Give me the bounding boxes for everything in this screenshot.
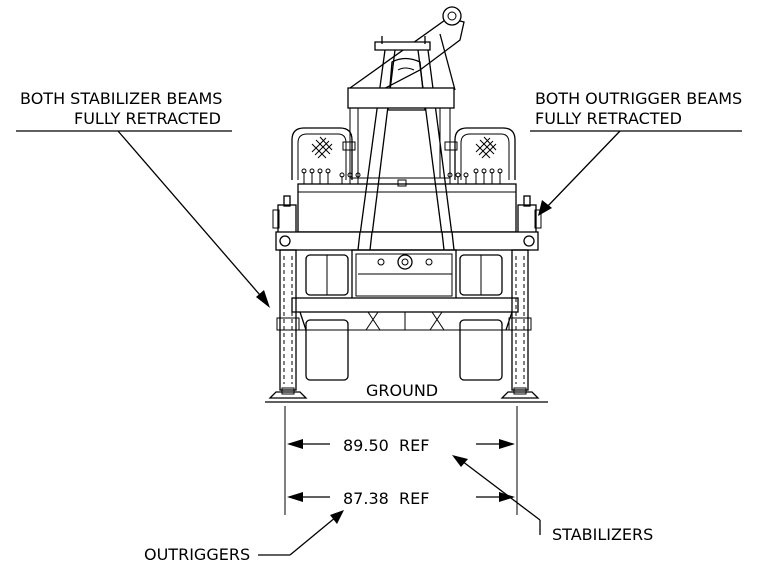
- left-control-panel: [291, 127, 361, 184]
- right-tire: [459, 254, 503, 381]
- ground-line: GROUND: [265, 381, 548, 403]
- stabilizers-leader: STABILIZERS: [452, 455, 653, 544]
- outrigger-dim-arrow-right: [499, 492, 515, 502]
- stabilizer-dim-arrow-left: [287, 439, 303, 449]
- left-panel-mesh-icon: [311, 136, 333, 159]
- left-control-levers: [301, 168, 361, 184]
- stabilizer-beams-callout: BOTH STABILIZER BEAMS FULLY RETRACTED: [16, 89, 270, 308]
- stabilizer-dim-arrow-right: [499, 439, 515, 449]
- outriggers-leader: OUTRIGGERS: [144, 510, 344, 564]
- stabilizers-arrowhead: [452, 455, 468, 467]
- boom-assembly: [348, 6, 465, 96]
- ground-label: GROUND: [366, 381, 438, 400]
- outrigger-beams-callout: BOTH OUTRIGGER BEAMS FULLY RETRACTED: [530, 89, 742, 216]
- right-control-levers: [447, 168, 503, 184]
- outrigger-width-dimension: 87.38 REF: [287, 489, 515, 508]
- stabilizer-beams-label-line2: FULLY RETRACTED: [74, 109, 221, 128]
- outriggers-label: OUTRIGGERS: [144, 545, 250, 564]
- right-control-panel: [447, 127, 516, 184]
- right-stabilizer-leg: [500, 249, 540, 399]
- outrigger-beams-arrowhead: [538, 200, 552, 216]
- stabilizer-beams-label-line1: BOTH STABILIZER BEAMS: [20, 89, 222, 108]
- stabilizer-beams-arrowhead: [256, 290, 270, 308]
- stabilizer-width-value: 89.50 REF: [343, 436, 429, 455]
- upper-crossbeam: [275, 231, 539, 251]
- left-stabilizer-leg: [268, 249, 308, 399]
- outrigger-beams-label-line2: FULLY RETRACTED: [535, 109, 682, 128]
- outrigger-beams-label-line1: BOTH OUTRIGGER BEAMS: [535, 89, 742, 108]
- center-hitch-bracket: [351, 249, 457, 301]
- lower-bumper: [291, 297, 519, 331]
- outrigger-dim-arrow-left: [287, 492, 303, 502]
- outrigger-width-value: 87.38 REF: [343, 489, 429, 508]
- left-tire: [305, 254, 349, 381]
- outriggers-arrowhead: [330, 510, 344, 524]
- stabilizer-width-dimension: 89.50 REF: [284, 406, 518, 515]
- equipment-body: [272, 179, 542, 234]
- stabilizers-label: STABILIZERS: [552, 525, 653, 544]
- right-panel-mesh-icon: [475, 136, 497, 159]
- mast-tower: [342, 87, 458, 179]
